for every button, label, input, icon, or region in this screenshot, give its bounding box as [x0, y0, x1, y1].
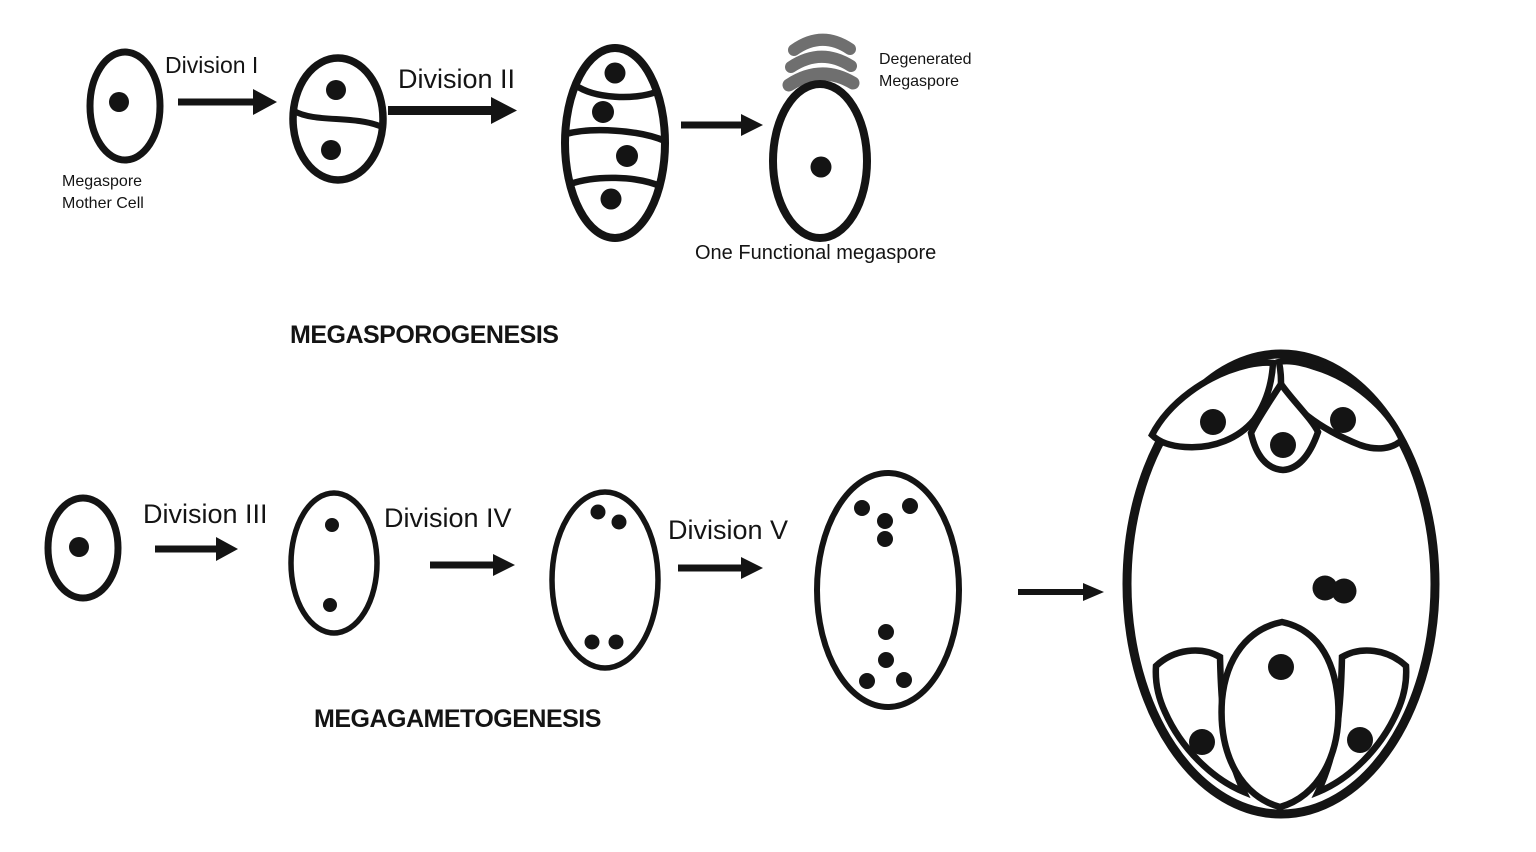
nucleus-dot [810, 156, 832, 178]
cell-outline [549, 489, 661, 671]
cell-wall-line [568, 174, 662, 190]
division5-arrow [678, 557, 763, 579]
nucleus-dot [877, 513, 893, 529]
nucleus-dot [326, 80, 346, 100]
eight-nucleate-stage-shape [814, 470, 962, 710]
egg-nucleus-dot [1268, 654, 1294, 680]
megaspore-mother-cell-shape [86, 48, 164, 164]
division1-label: Division I [165, 52, 259, 78]
bottom-megaspore-shape [44, 494, 122, 602]
nucleus-dot [323, 598, 337, 612]
antipodal-nucleus-dot [1270, 432, 1296, 458]
cell-wall-line [565, 126, 667, 145]
division1-arrow [178, 89, 277, 115]
megaspore-mother-cell-label-line1: Megaspore [62, 173, 143, 190]
division4-label: Division IV [384, 503, 512, 533]
nucleus-dot [590, 504, 606, 520]
degenerated-megaspore-arc [788, 33, 856, 56]
cell-wall-line [573, 82, 658, 101]
polar-nucleus-dot [1331, 578, 1357, 604]
nucleus-dot [109, 92, 129, 112]
to-functional-megaspore-arrow [681, 114, 763, 136]
two-celled-stage-shape [289, 54, 387, 184]
nucleus-dot [902, 498, 918, 514]
megasporogenesis-title: MEGASPOROGENESIS [290, 321, 559, 349]
nucleus-dot [321, 140, 341, 160]
synergid-left [1152, 647, 1251, 799]
four-megaspore-stage-shape [561, 44, 669, 242]
megaspore-mother-cell-label: Megaspore Mother Cell [62, 171, 144, 215]
nucleus-dot [69, 537, 89, 557]
synergid-nucleus-dot [1189, 729, 1215, 755]
division2-arrow [388, 97, 517, 124]
megaspore-mother-cell-label-line2: Mother Cell [62, 195, 144, 212]
synergid-nucleus-dot [1347, 727, 1373, 753]
nucleus-dot [877, 531, 893, 547]
antipodal-nucleus-dot [1200, 409, 1226, 435]
nucleus-dot [616, 145, 638, 167]
mature-embryo-sac-shape [1122, 349, 1440, 819]
nucleus-dot [896, 672, 912, 688]
nucleus-dot [611, 514, 627, 530]
degenerated-megaspore-label-line1: Degenerated [879, 51, 972, 68]
cell-wall-line [292, 108, 384, 130]
megagametogenesis-title: MEGAGAMETOGENESIS [314, 705, 601, 733]
polar-nucleus-dot [1312, 575, 1338, 601]
degenerated-megaspore-label-line2: Megaspore [879, 73, 960, 90]
nucleus-dot [878, 624, 894, 640]
antipodal-nucleus-dot [1330, 407, 1356, 433]
degenerated-megaspore-arc [782, 67, 860, 92]
division3-label: Division III [143, 499, 268, 529]
division5-label: Division V [668, 515, 789, 545]
division3-arrow [155, 537, 238, 561]
antipodal-cell-middle [1247, 378, 1322, 474]
nucleus-dot [604, 62, 626, 84]
nucleus-dot [600, 188, 622, 210]
functional-megaspore-shape [769, 33, 871, 242]
four-nucleate-stage-shape [549, 489, 661, 671]
division2-label: Division II [398, 64, 516, 94]
nucleus-dot [854, 500, 870, 516]
degenerated-megaspore-arc [785, 50, 857, 73]
nucleus-dot [859, 673, 875, 689]
nucleus-dot [878, 652, 894, 668]
synergid-right [1311, 647, 1410, 799]
cell-outline [814, 470, 962, 710]
division4-arrow [430, 554, 515, 576]
two-nucleate-stage-shape [288, 490, 380, 636]
nucleus-dot [325, 518, 339, 532]
to-mature-embryo-sac-arrow [1018, 583, 1104, 601]
one-functional-megaspore-label: One Functional megaspore [695, 242, 937, 264]
cell-outline [288, 490, 380, 636]
nucleus-dot [592, 101, 614, 123]
degenerated-megaspore-label: Degenerated Megaspore [879, 49, 972, 93]
antipodal-cell-left [1148, 359, 1277, 451]
nucleus-dot [584, 634, 600, 650]
egg-cell [1218, 618, 1342, 811]
nucleus-dot [608, 634, 624, 650]
